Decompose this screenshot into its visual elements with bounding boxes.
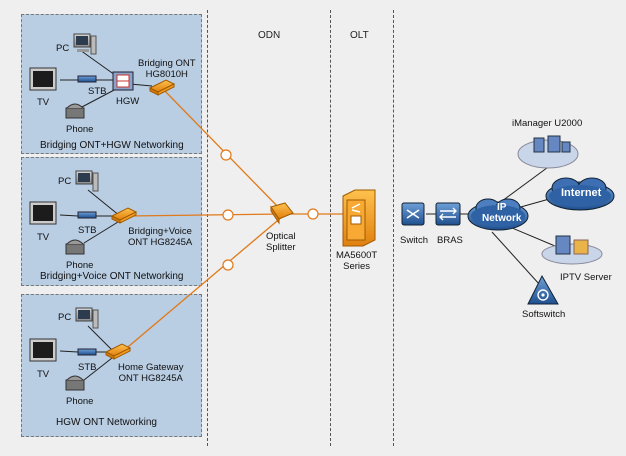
ont-hg8245a-icon bbox=[104, 343, 132, 360]
iptv-server-label: IPTV Server bbox=[560, 272, 612, 283]
phone-label: Phone bbox=[66, 260, 94, 271]
scenario-2-title: Bridging+Voice ONT Networking bbox=[40, 271, 184, 282]
softswitch-icon bbox=[527, 274, 559, 305]
switch-icon bbox=[401, 202, 425, 226]
internet-cloud bbox=[545, 177, 615, 211]
fiber-links bbox=[121, 87, 356, 353]
odn-left-divider bbox=[207, 10, 208, 446]
link-ipnet-softswitch bbox=[491, 231, 541, 286]
tv-icon bbox=[29, 67, 57, 91]
stb-label: STB bbox=[78, 225, 97, 236]
ont-3-label: Home Gateway ONT HG8245A bbox=[118, 362, 184, 384]
bras-label: BRAS bbox=[437, 235, 463, 246]
stb-icon bbox=[77, 75, 97, 83]
internet-label: Internet bbox=[561, 187, 602, 199]
fiber-link-ont3 bbox=[121, 215, 284, 353]
phone-icon bbox=[65, 375, 85, 391]
fiber-link-ont1 bbox=[161, 87, 284, 213]
ip-network-cloud bbox=[467, 198, 529, 231]
ethernet-links bbox=[59, 49, 561, 381]
fiber-link-ont2 bbox=[127, 213, 284, 217]
optical-splitter-label: Optical Splitter bbox=[266, 231, 296, 253]
olt-right-divider bbox=[393, 10, 394, 446]
tv-label: TV bbox=[37, 369, 50, 380]
pc-icon bbox=[75, 170, 99, 192]
scenario-3-title: HGW ONT Networking bbox=[56, 417, 157, 428]
stb-label: STB bbox=[88, 86, 107, 97]
ont-hg8010h-icon bbox=[148, 79, 176, 96]
phone-icon bbox=[65, 239, 85, 255]
link-ipnet-imanager bbox=[497, 161, 556, 205]
optical-splitter-icon bbox=[270, 202, 294, 225]
ont-1-label: Bridging ONT HG8010H bbox=[138, 58, 196, 80]
imanager-server-icon bbox=[517, 135, 579, 169]
bras-icon bbox=[435, 202, 461, 226]
olt-ma5600t-icon bbox=[342, 189, 376, 247]
pc-icon bbox=[75, 307, 99, 329]
olt-label: MA5600T Series bbox=[336, 250, 378, 272]
connector-3 bbox=[222, 259, 234, 271]
stb-label: STB bbox=[78, 362, 97, 373]
pc-label: PC bbox=[58, 312, 72, 323]
iptv-server-icon bbox=[541, 235, 603, 265]
switch-label: Switch bbox=[400, 235, 428, 246]
connector-2 bbox=[222, 209, 234, 221]
tv-label: TV bbox=[37, 97, 50, 108]
connector-1 bbox=[220, 149, 232, 161]
region-odn-label: ODN bbox=[258, 30, 281, 41]
phone-label: Phone bbox=[66, 396, 94, 407]
stb-icon bbox=[77, 348, 97, 356]
ont-hg8245a-icon bbox=[110, 207, 138, 224]
tv-icon bbox=[29, 201, 57, 225]
pc-label: PC bbox=[56, 43, 70, 54]
pc-label: PC bbox=[58, 176, 72, 187]
ip-network-label: IP Network bbox=[482, 202, 522, 224]
fiber-connectors bbox=[220, 149, 319, 271]
phone-label: Phone bbox=[66, 124, 94, 135]
connector-4 bbox=[307, 208, 319, 220]
pc-icon bbox=[73, 33, 97, 55]
phone-icon bbox=[65, 103, 85, 119]
tv-label: TV bbox=[37, 232, 50, 243]
odn-olt-divider bbox=[330, 10, 331, 446]
scenario-1-title: Bridging ONT+HGW Networking bbox=[40, 140, 184, 151]
imanager-label: iManager U2000 bbox=[512, 118, 583, 129]
scenario-box-3 bbox=[21, 294, 202, 437]
hgw-icon bbox=[112, 71, 134, 91]
softswitch-label: Softswitch bbox=[522, 309, 566, 320]
region-olt-label: OLT bbox=[350, 30, 369, 41]
tv-icon bbox=[29, 338, 57, 362]
stb-icon bbox=[77, 211, 97, 219]
hgw-label: HGW bbox=[116, 96, 140, 107]
ont-2-label: Bridging+Voice ONT HG8245A bbox=[128, 226, 193, 248]
